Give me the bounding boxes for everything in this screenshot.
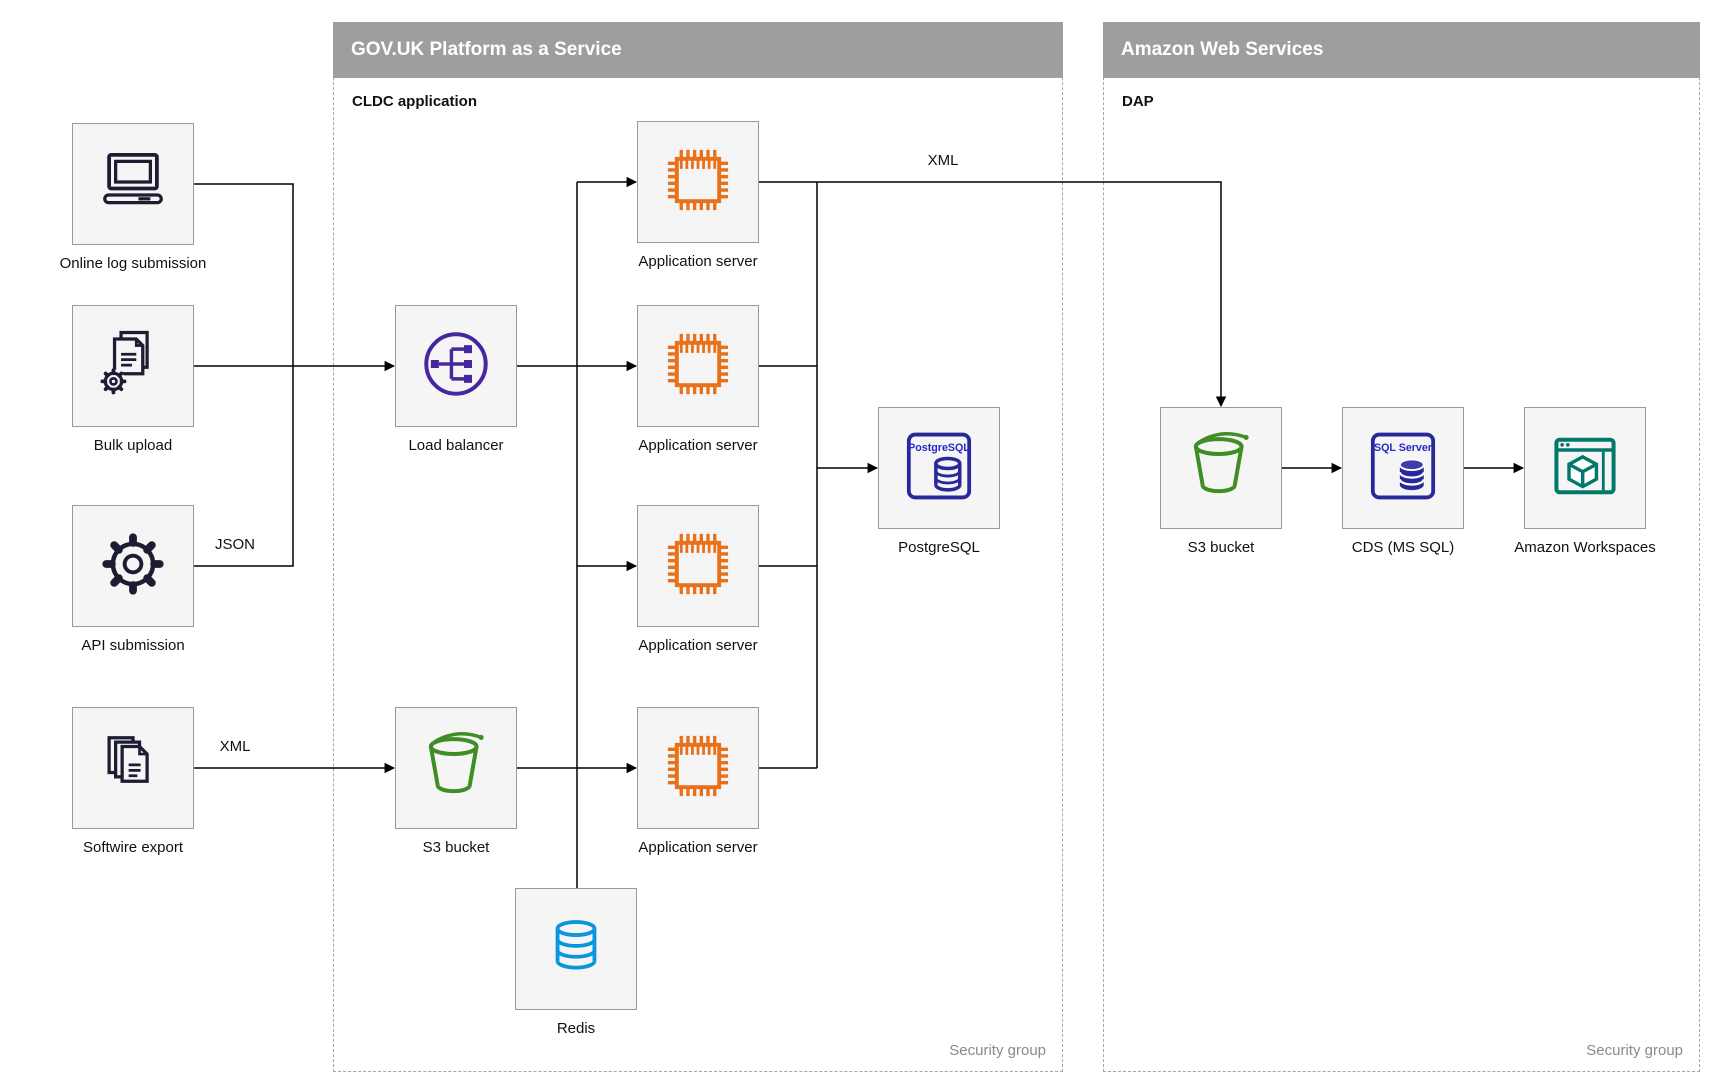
node-label-online-log-submission: Online log submission: [59, 255, 207, 272]
chip-icon: [659, 525, 737, 608]
node-label-application-server-1: Application server: [638, 253, 758, 270]
node-application-server-3: [637, 505, 759, 627]
node-api-submission: [72, 505, 194, 627]
load-balancer-icon: [416, 324, 496, 409]
edge-label-xml-softwire: XML: [219, 738, 251, 755]
aws-header: Amazon Web Services: [1103, 22, 1700, 78]
node-application-server-2: [637, 305, 759, 427]
govuk-paas-header: GOV.UK Platform as a Service: [333, 22, 1063, 78]
node-amazon-workspaces: [1524, 407, 1646, 529]
govuk-security-group-label: Security group: [949, 1042, 1046, 1059]
node-label-redis: Redis: [556, 1020, 596, 1037]
node-label-s3-bucket-govuk: S3 bucket: [422, 839, 490, 856]
node-bulk-upload: [72, 305, 194, 427]
node-redis: [515, 888, 637, 1010]
aws-security-group-label: Security group: [1586, 1042, 1683, 1059]
sql-server-icon-text: SQL Server: [1374, 441, 1432, 453]
node-label-application-server-3: Application server: [638, 637, 758, 654]
node-cds-ms-sql: SQL Server: [1342, 407, 1464, 529]
chip-icon: [659, 141, 737, 224]
computer-icon: [95, 144, 171, 225]
postgresql-icon: PostgreSQL: [895, 422, 983, 515]
chip-icon: [659, 325, 737, 408]
node-label-softwire-export: Softwire export: [82, 839, 184, 856]
node-s3-bucket-aws: [1160, 407, 1282, 529]
node-label-postgresql: PostgreSQL: [898, 539, 980, 556]
node-softwire-export: [72, 707, 194, 829]
node-online-log-submission: [72, 123, 194, 245]
node-label-bulk-upload: Bulk upload: [93, 437, 173, 454]
node-label-application-server-4: Application server: [638, 839, 758, 856]
sql-server-icon: SQL Server: [1359, 422, 1447, 515]
node-label-amazon-workspaces: Amazon Workspaces: [1514, 539, 1656, 556]
cldc-application-label: CLDC application: [352, 93, 478, 110]
redis-database-icon: [538, 909, 614, 990]
dap-label: DAP: [1122, 93, 1154, 110]
edge-label-xml-aws: XML: [927, 152, 959, 169]
node-load-balancer: [395, 305, 517, 427]
s3-bucket-icon: [1181, 426, 1261, 511]
node-application-server-4: [637, 707, 759, 829]
s3-bucket-icon: [416, 726, 496, 811]
node-label-cds-ms-sql: CDS (MS SQL): [1351, 539, 1455, 556]
govuk-paas-container: GOV.UK Platform as a Service CLDC applic…: [333, 22, 1063, 1072]
node-label-load-balancer: Load balancer: [408, 437, 504, 454]
aws-container: Amazon Web Services DAP Security group: [1103, 22, 1700, 1072]
node-s3-bucket-govuk: [395, 707, 517, 829]
postgresql-icon-text: PostgreSQL: [908, 441, 970, 453]
chip-icon: [659, 727, 737, 810]
node-label-api-submission: API submission: [81, 637, 185, 654]
gear-icon: [94, 525, 172, 608]
document-gear-icon: [95, 326, 171, 407]
node-postgresql: PostgreSQL: [878, 407, 1000, 529]
node-label-application-server-2: Application server: [638, 437, 758, 454]
node-application-server-1: [637, 121, 759, 243]
node-label-s3-bucket-aws: S3 bucket: [1187, 539, 1255, 556]
workspaces-icon: [1545, 426, 1625, 511]
documents-icon: [95, 728, 171, 809]
edge-label-json: JSON: [214, 536, 255, 553]
